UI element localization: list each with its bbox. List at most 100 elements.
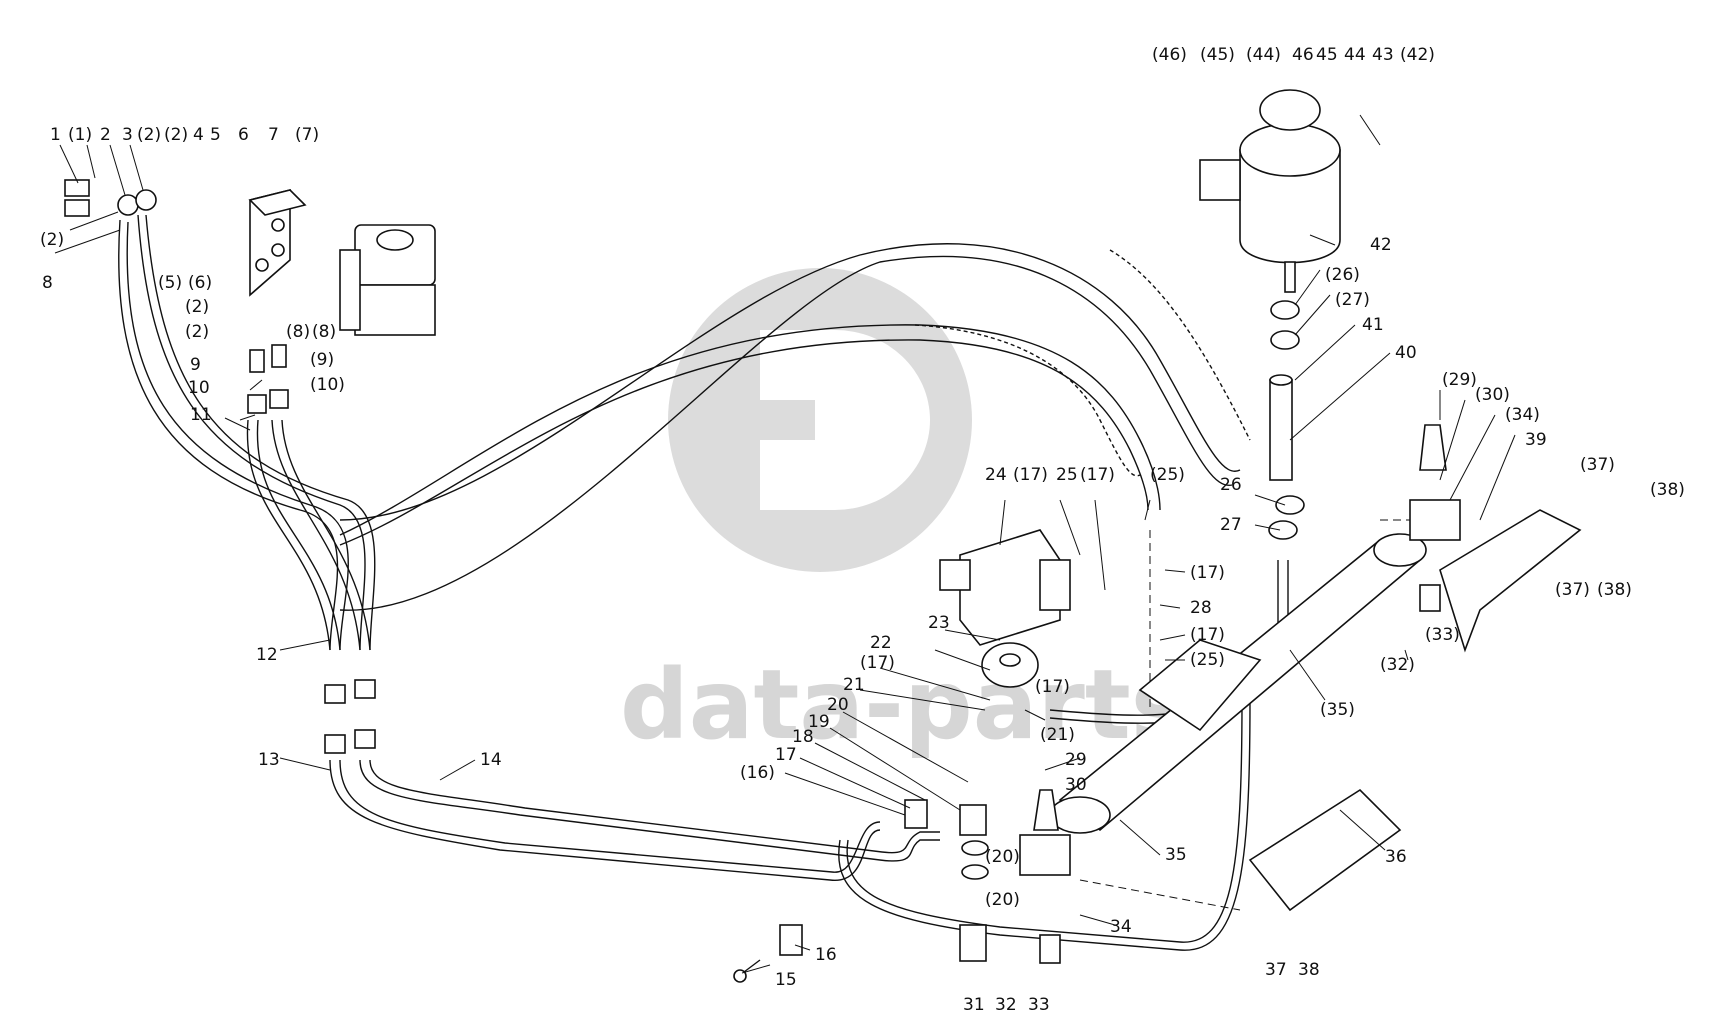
label-9-ref: (9) xyxy=(310,350,334,370)
label-26: 26 xyxy=(1220,475,1242,495)
label-38-ref: (38) xyxy=(1597,580,1632,600)
banjo-fitting-3 xyxy=(135,189,157,211)
label-31: 31 xyxy=(963,995,985,1015)
clamp-27-upper xyxy=(1270,330,1300,350)
label-37: 37 xyxy=(1265,960,1287,980)
label-39: 39 xyxy=(1525,430,1547,450)
label-17-ref: (17) xyxy=(1190,563,1225,583)
label-42: 42 xyxy=(1370,235,1392,255)
label-10: 10 xyxy=(188,378,210,398)
label-8-ref: (8) xyxy=(286,322,310,342)
label-8-ref: (8) xyxy=(312,322,336,342)
label-38-ref: (38) xyxy=(1650,480,1685,500)
label-20-ref: (20) xyxy=(985,890,1020,910)
pipe-13 xyxy=(329,759,881,881)
hose-8 xyxy=(118,219,339,651)
fitting-31 xyxy=(959,924,987,962)
label-46: 46 xyxy=(1292,45,1314,65)
label-40: 40 xyxy=(1395,343,1417,363)
hydraulic-lines xyxy=(118,214,1420,951)
label-28: 28 xyxy=(1190,598,1212,618)
label-42-ref: (42) xyxy=(1400,45,1435,65)
label-23: 23 xyxy=(928,613,950,633)
label-13: 13 xyxy=(258,750,280,770)
reservoir-43 xyxy=(1199,89,1341,293)
bracket-36 xyxy=(1248,788,1402,912)
label-12: 12 xyxy=(256,645,278,665)
label-7: 7 xyxy=(268,125,279,145)
clevis-34 xyxy=(1019,834,1071,876)
fitting-9 xyxy=(249,349,265,373)
label-16: 16 xyxy=(815,945,837,965)
cylinder-35-secondary xyxy=(1138,639,1262,732)
watermark: data-parts xyxy=(620,268,1188,761)
label-17-ref: (17) xyxy=(1013,465,1048,485)
valve-24 xyxy=(939,529,1071,646)
return-hose xyxy=(339,243,1241,521)
label-46-ref: (46) xyxy=(1152,45,1187,65)
label-2-ref: (2) xyxy=(185,297,209,317)
label-25: 25 xyxy=(1056,465,1078,485)
label-43: 43 xyxy=(1372,45,1394,65)
bushing-33-alt xyxy=(1419,584,1441,612)
tube-40 xyxy=(1269,379,1293,481)
label-2-ref: (2) xyxy=(185,322,209,342)
label-30: 30 xyxy=(1065,775,1087,795)
label-35-ref: (35) xyxy=(1320,700,1355,720)
label-44: 44 xyxy=(1344,45,1366,65)
label-20-ref: (20) xyxy=(985,847,1020,867)
label-8: 8 xyxy=(42,273,53,293)
label-25-ref: (25) xyxy=(1190,650,1225,670)
label-33: 33 xyxy=(1028,995,1050,1015)
label-17-ref: (17) xyxy=(1080,465,1115,485)
label-15: 15 xyxy=(775,970,797,990)
label-21-ref: (21) xyxy=(1040,725,1075,745)
label-27-ref: (27) xyxy=(1335,290,1370,310)
label-17-ref: (17) xyxy=(1190,625,1225,645)
label-6-ref: (6) xyxy=(188,273,212,293)
label-29-ref: (29) xyxy=(1442,370,1477,390)
label-9: 9 xyxy=(190,355,201,375)
nut-12 xyxy=(324,684,346,704)
label-45: 45 xyxy=(1316,45,1338,65)
label-20: 20 xyxy=(827,695,849,715)
label-1: 1 xyxy=(50,125,61,145)
components xyxy=(64,89,1582,983)
label-34: 34 xyxy=(1110,917,1132,937)
label-44-ref: (44) xyxy=(1246,45,1281,65)
label-22: 22 xyxy=(870,633,892,653)
clamp-16 xyxy=(779,924,803,956)
pipe-lower xyxy=(838,699,1251,951)
label-11: 11 xyxy=(190,405,212,425)
label-32: 32 xyxy=(995,995,1017,1015)
label-33-ref: (33) xyxy=(1425,625,1460,645)
label-37-ref: (37) xyxy=(1580,455,1615,475)
fitting-19 xyxy=(959,804,987,836)
watermark-logo-d xyxy=(760,330,930,510)
label-36: 36 xyxy=(1385,847,1407,867)
label-29: 29 xyxy=(1065,750,1087,770)
valve-block-6 xyxy=(248,188,307,297)
nut-13 xyxy=(324,734,346,754)
hose-11 xyxy=(246,419,331,651)
clamp-26-upper xyxy=(1270,300,1300,320)
label-2-ref: (2) xyxy=(164,125,188,145)
label-2-ref: (2) xyxy=(40,230,64,250)
label-2: 2 xyxy=(100,125,111,145)
label-17: 17 xyxy=(775,745,797,765)
cylinder-35 xyxy=(1049,533,1427,834)
label-37-ref: (37) xyxy=(1555,580,1590,600)
label-5: 5 xyxy=(210,125,221,145)
label-7-ref: (7) xyxy=(295,125,319,145)
label-19: 19 xyxy=(808,712,830,732)
label-17-ref: (17) xyxy=(860,653,895,673)
upper-hose xyxy=(339,324,1161,536)
label-41: 41 xyxy=(1362,315,1384,335)
label-2-ref: (2) xyxy=(137,125,161,145)
spiral-guard-a xyxy=(914,324,1141,477)
label-27: 27 xyxy=(1220,515,1242,535)
pipe-14 xyxy=(359,759,940,862)
label-25-ref: (25) xyxy=(1150,465,1185,485)
label-4: 4 xyxy=(193,125,204,145)
